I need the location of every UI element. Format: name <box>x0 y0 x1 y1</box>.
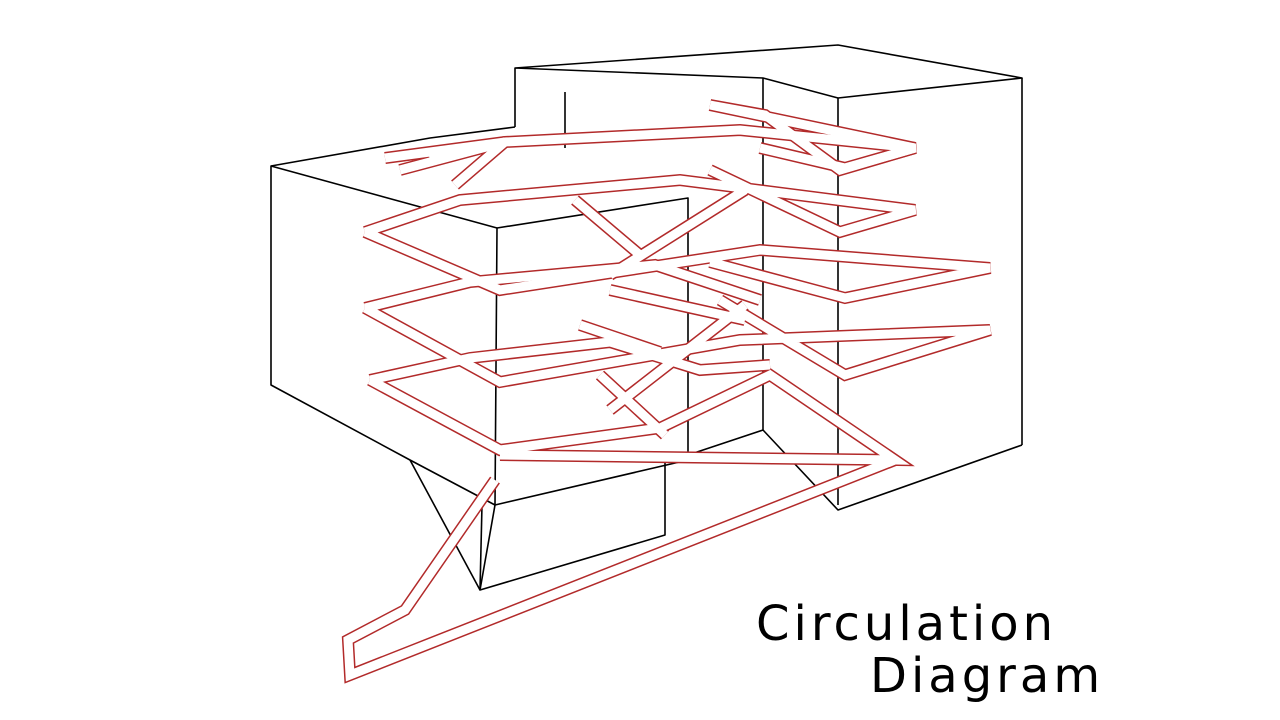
floor-2-loop-inner <box>363 260 762 313</box>
podium-corner <box>479 504 483 591</box>
floor-1-loop-inner <box>369 337 771 385</box>
entry-ramp-inner <box>343 455 897 682</box>
podium-left-edge <box>409 459 481 591</box>
circulation-band-outer <box>341 99 992 684</box>
floor-2-loop-b <box>362 294 992 389</box>
top-right-loop-inner <box>709 100 917 175</box>
ramp-4-inner <box>596 371 669 439</box>
left-volume-outline <box>270 126 516 506</box>
circulation-band-inner <box>343 100 992 682</box>
ramp-3-inner <box>609 285 746 325</box>
floor-1-loop-b-inner <box>367 369 910 465</box>
circulation-paths <box>341 99 992 684</box>
podium-outline <box>479 462 666 591</box>
left-volume-roof-edge <box>270 165 498 229</box>
ramp-1-inner <box>607 186 748 279</box>
ramp-2-inner <box>607 301 748 414</box>
top-branch-a-inner <box>452 138 508 189</box>
top-branch-c-inner <box>428 137 507 165</box>
caption-line-2: Diagram <box>870 648 1105 704</box>
floor-2-spur-inner <box>578 320 662 357</box>
caption-line-1: Circulation <box>756 596 1058 652</box>
floor-3-spur-inner <box>572 196 643 259</box>
floor-3-loop-inner <box>363 165 917 237</box>
tall-volume-base <box>687 429 1023 511</box>
floor-2-loop-b-inner <box>362 296 992 387</box>
